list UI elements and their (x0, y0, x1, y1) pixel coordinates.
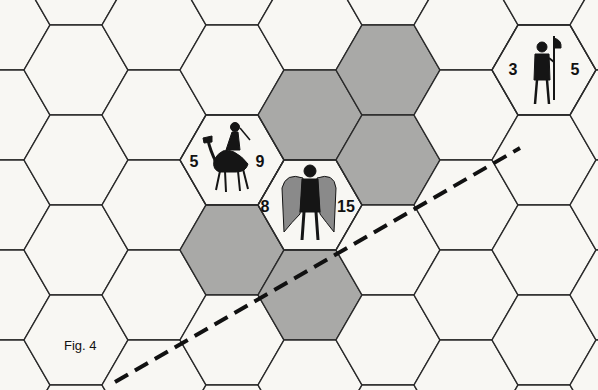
hex-outline (492, 25, 596, 115)
hex-cell (570, 70, 598, 160)
soldier-figure (534, 36, 561, 104)
movement-number: 5 (571, 62, 580, 78)
unit-hex: 59 (180, 115, 284, 205)
strength-number: 3 (509, 62, 518, 78)
figure-label: Fig. 4 (62, 338, 99, 353)
camel-rider-figure (203, 123, 250, 193)
hex-cell (570, 340, 598, 390)
movement-number: 15 (337, 199, 355, 215)
hex-cell (570, 0, 598, 70)
strength-number: 5 (190, 154, 199, 170)
winged-figure (282, 165, 336, 240)
movement-number: 9 (256, 154, 265, 170)
hex-cell (570, 250, 598, 340)
dashed-boundary (115, 148, 520, 382)
unit-hex: 8 15 (258, 160, 362, 250)
strength-number: 8 (261, 199, 270, 215)
unit-hex: 35 (492, 25, 596, 115)
hex-cell (570, 160, 598, 250)
